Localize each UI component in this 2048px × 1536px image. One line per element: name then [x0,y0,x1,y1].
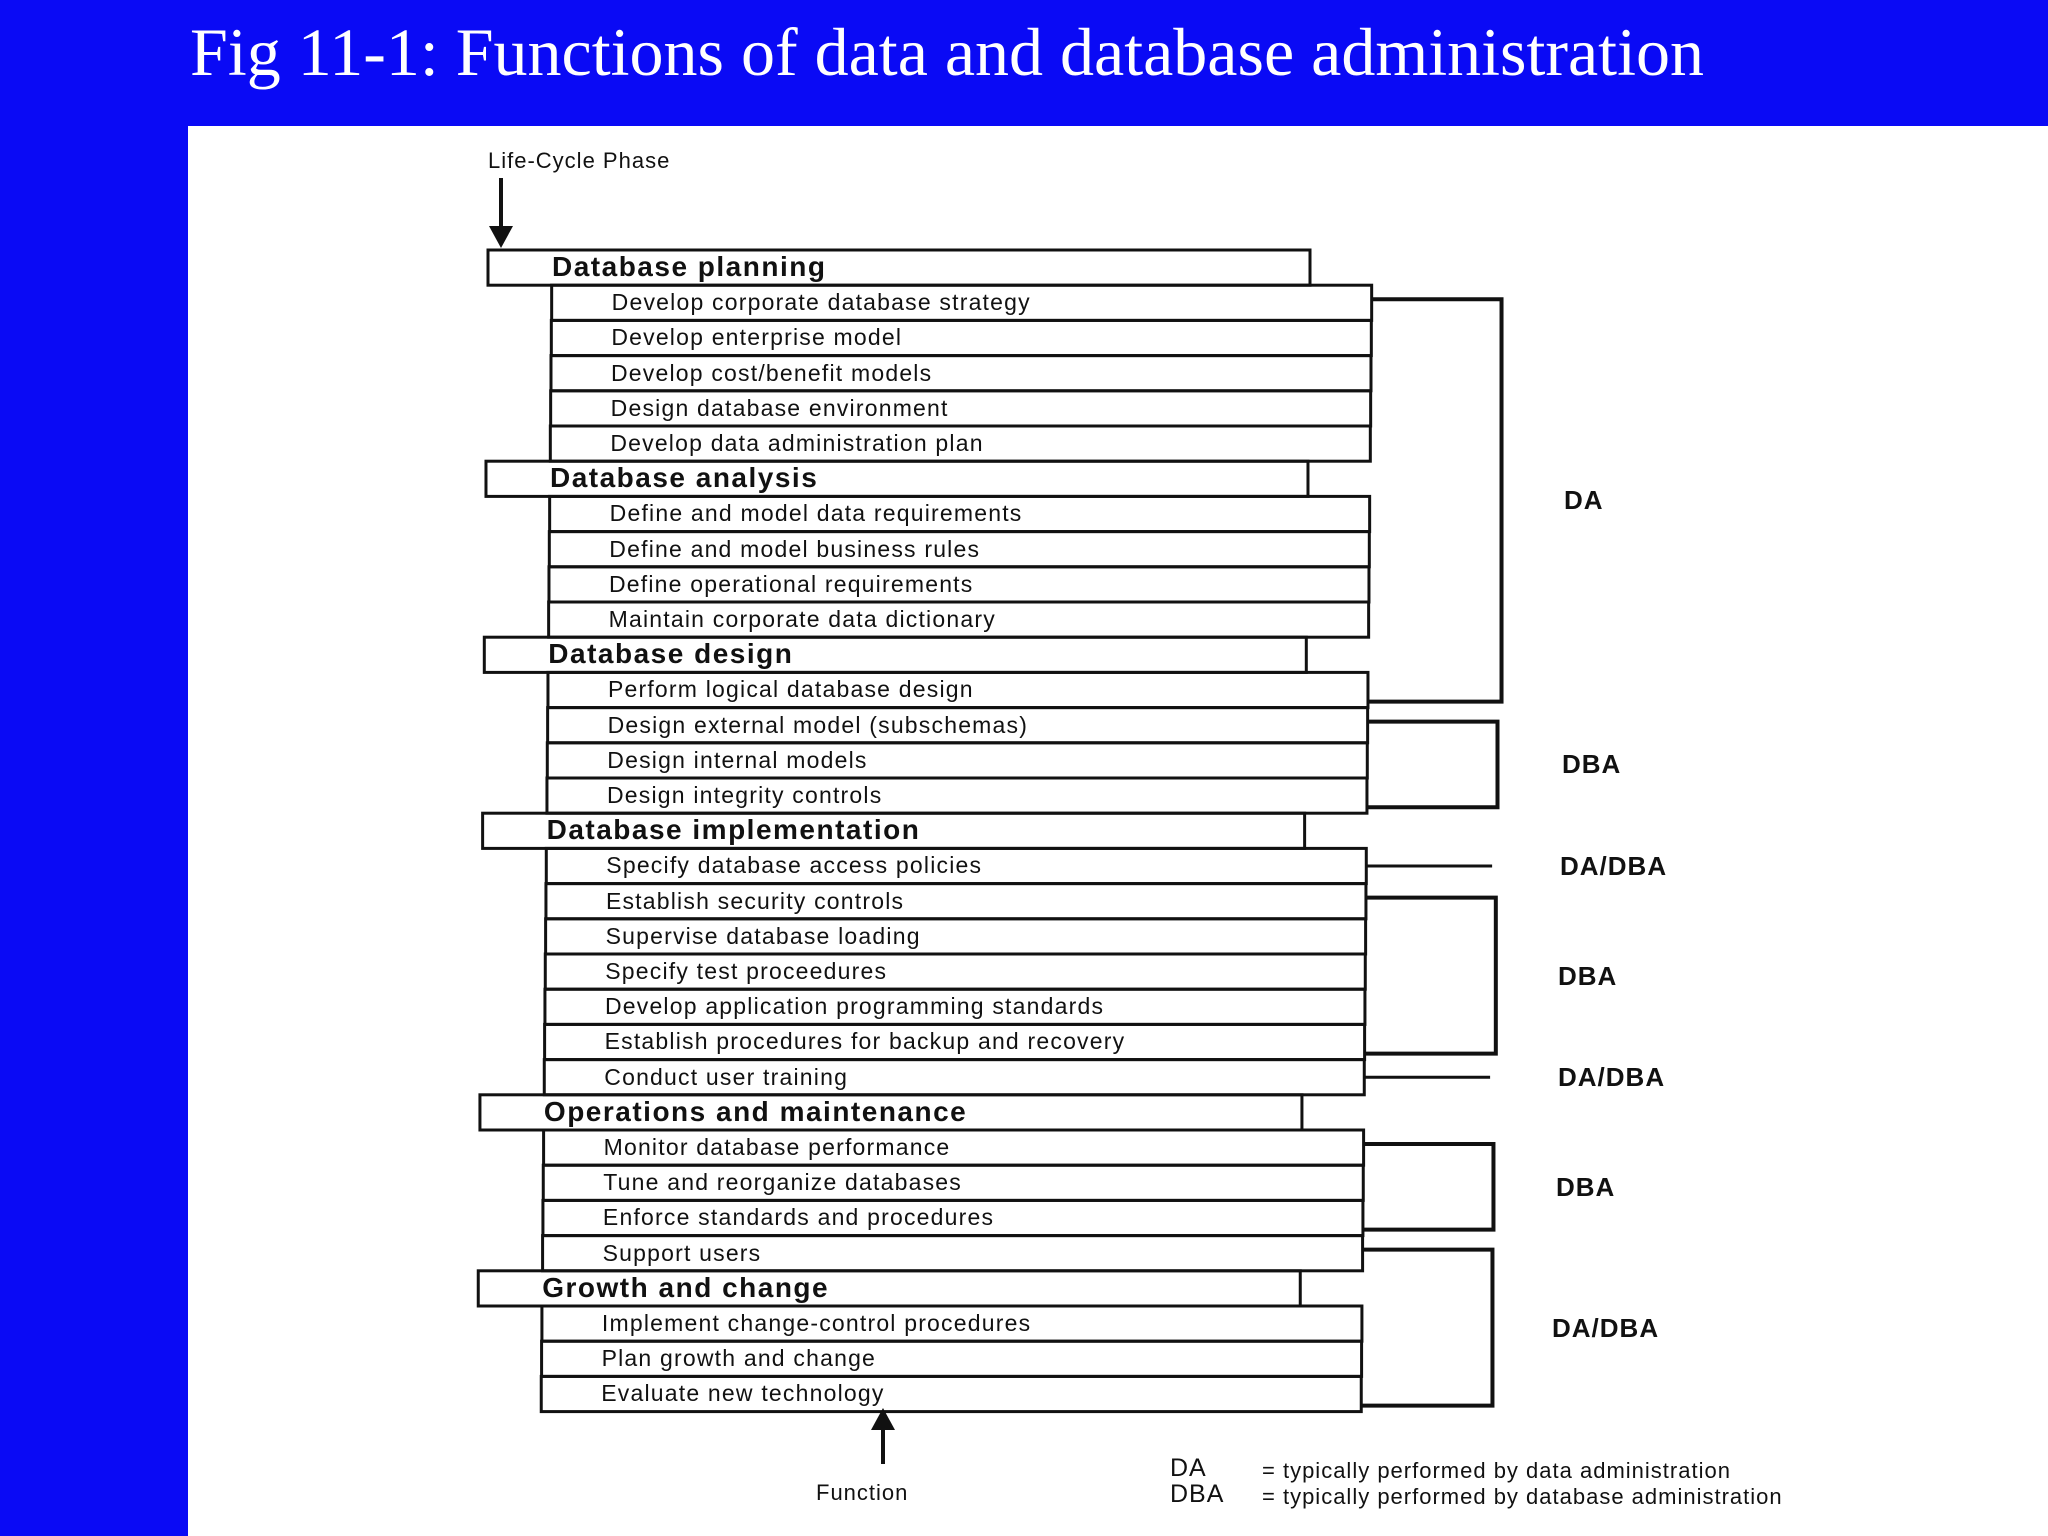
function-label: Develop enterprise model [611,324,903,351]
responsibility-label: DBA [1558,960,1618,991]
function-label: Define and model business rules [609,535,981,562]
phase-label: Operations and maintenance [543,1095,968,1127]
responsibility-bracket [1367,297,1504,704]
responsibility-label: DBA [1562,749,1622,780]
phase-label: Database analysis [549,462,819,494]
function-label: Tune and reorganize databases [603,1169,962,1196]
phase-label: Database design [548,638,794,670]
function-label: Establish procedures for backup and reco… [604,1028,1126,1055]
function-label: Establish security controls [605,887,905,914]
phase-label: Database planning [552,251,827,282]
function-label: Function [816,1480,909,1505]
function-label: Support users [602,1239,762,1266]
diagram-lines [476,178,1504,1464]
responsibility-bracket [1366,719,1500,810]
responsibility-bracket [1364,895,1498,1056]
function-label: Evaluate new technology [601,1380,885,1407]
function-label: Perform logical database design [607,676,974,703]
legend-da-abbr: DA [1170,1454,1207,1482]
function-label: Conduct user training [604,1063,849,1090]
function-label: Design internal models [607,746,868,773]
responsibility-label: DA/DBA [1560,851,1668,881]
function-label: Define operational requirements [608,570,974,597]
responsibility-label: DA/DBA [1558,1062,1666,1093]
function-label: Develop data administration plan [610,430,984,456]
function-box [539,1374,1363,1414]
responsibility-bracket [1360,1247,1495,1408]
slide-title: Fig 11-1: Functions of data and database… [190,14,1704,90]
diagram-canvas: Life-Cycle Phase Function Database plann… [188,126,2048,1536]
function-label: Implement change-control procedures [601,1310,1032,1336]
function-label: Enforce standards and procedures [602,1204,995,1231]
phase-label: Growth and change [542,1271,830,1303]
function-label: Design integrity controls [606,782,883,808]
function-label: Supervise database loading [605,922,921,949]
function-label: Design database environment [610,394,949,421]
responsibility-label: DBA [1556,1171,1616,1202]
responsibility-bracket [1362,1142,1496,1232]
function-label: Develop cost/benefit models [610,359,933,386]
phase-arrow-head [489,226,513,248]
function-label: Design external model (subschemas) [607,711,1029,738]
responsibility-label: DA [1564,485,1604,516]
legend-da-desc: = typically performed by data administra… [1262,1458,1731,1483]
function-arrow-head [871,1408,895,1430]
phase-label: Database implementation [546,814,921,846]
life-cycle-phase-label: Life-Cycle Phase [488,148,671,173]
function-label: Plan growth and change [601,1345,877,1372]
function-label: Define and model data requirements [609,500,1023,527]
function-label: Specify database access policies [606,852,983,879]
responsibility-label: DA/DBA [1552,1312,1660,1343]
function-label: Specify test proceedures [605,958,888,984]
legend-dba-desc: = typically performed by database admini… [1262,1484,1783,1509]
function-label: Develop application programming standard… [604,993,1105,1020]
legend-dba-abbr: DBA [1170,1480,1225,1508]
function-label: Develop corporate database strategy [611,289,1031,316]
function-label: Monitor database performance [603,1134,951,1160]
function-label: Maintain corporate data dictionary [608,606,996,632]
